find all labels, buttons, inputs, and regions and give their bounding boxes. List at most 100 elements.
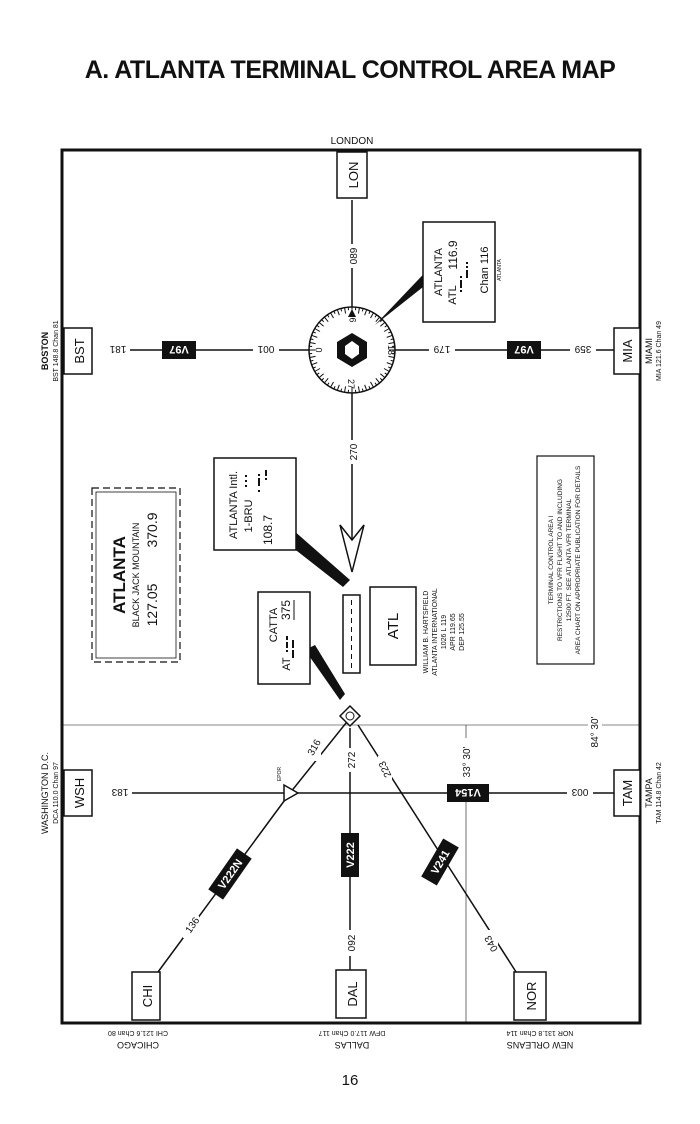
compass-tick	[388, 331, 392, 334]
svg-text:V154: V154	[454, 786, 481, 798]
compass-tick	[383, 328, 390, 332]
page-number: 16	[341, 1072, 359, 1089]
atlanta-vor-ident: ATL	[447, 285, 459, 304]
vor-compass-rose[interactable]: 0 9 18 27	[308, 306, 396, 394]
compass-tick	[390, 338, 394, 341]
compass-tick	[374, 314, 378, 318]
compass-tick	[310, 338, 314, 341]
fix-name: EPOR	[277, 767, 283, 782]
tam-label: TAM	[620, 780, 635, 806]
compass-tick	[379, 377, 383, 381]
compass-tick	[364, 384, 368, 391]
atlanta-vor-chan: Chan 116	[479, 247, 491, 294]
radial-181: 181	[109, 343, 126, 354]
compass-tick	[375, 316, 381, 322]
compass-tick	[379, 319, 383, 323]
atlanta-intl-name: ATLANTA Intl.	[228, 471, 240, 539]
bst-label: BST	[72, 338, 87, 363]
compass-18: 18	[386, 345, 396, 355]
dallas-freq: DFW 117.0 Chan 117	[319, 1029, 386, 1036]
compass-tick	[321, 377, 325, 381]
new-orleans-label: NEW ORLEANS	[507, 1040, 574, 1050]
atlanta-intl-pointer	[283, 530, 350, 587]
catta-freq: 375	[279, 600, 293, 620]
compass-tick	[380, 321, 386, 327]
compass-tick	[318, 373, 324, 379]
lon-label: LON	[346, 162, 361, 189]
compass-tick	[333, 386, 336, 390]
compass-27: 27	[346, 379, 356, 389]
compass-tick	[311, 334, 318, 338]
compass-tick	[368, 386, 371, 390]
compass-tick	[374, 382, 378, 386]
compass-tick	[344, 307, 347, 314]
airway-v222n: V222N	[208, 848, 252, 900]
tampa-label: TAMPA	[644, 778, 654, 808]
radial-003: 003	[571, 786, 588, 797]
svg-text:V222: V222	[345, 842, 357, 868]
compass-tick	[340, 388, 343, 392]
compass-tick	[361, 308, 364, 312]
compass-tick	[380, 373, 386, 379]
catta-name: CATTA	[268, 607, 280, 642]
black-jack-mountain-box[interactable]: ATLANTA BLACK JACK MOUNTAIN 127.05 370.9	[91, 487, 181, 663]
atl-airport-info: WILLIAM B. HARTSFIELD ATLANTA INTERNATIO…	[423, 588, 466, 676]
compass-tick	[309, 342, 316, 345]
svg-text:ATLANTA INTERNATIONAL: ATLANTA INTERNATIONAL	[432, 588, 439, 676]
inbound-arrow	[339, 524, 365, 573]
new-orleans-freq: NOR 131.8 Chan 114	[506, 1029, 573, 1036]
atlanta-intl-info[interactable]: ATLANTA Intl. 1-BRU 108.7	[213, 457, 297, 551]
chi-label: CHI	[140, 985, 155, 1007]
compass-tick	[357, 307, 360, 314]
coordinates: 33° 30' 84° 30'	[458, 712, 602, 784]
airway-v97-east: V97	[507, 341, 541, 359]
compass-tick	[344, 386, 347, 393]
compass-tick	[370, 312, 374, 319]
atlanta-vor-info[interactable]: ATLANTA ATL 116.9 Chan 116 ATLANTA	[422, 221, 503, 323]
miami-label: MIAMI	[644, 338, 654, 364]
catta-pointer	[305, 645, 345, 700]
radial-270: 270	[349, 443, 360, 460]
atlanta-intl-freq: 108.7	[261, 515, 275, 545]
station-dal[interactable]: DAL	[335, 969, 367, 1019]
station-wsh[interactable]: WSH	[63, 769, 93, 817]
airway-v154: V154	[447, 784, 489, 802]
chicago-freq: CHI 121.6 Chan 80	[108, 1029, 168, 1036]
station-bst[interactable]: BST	[63, 327, 93, 375]
svg-text:DEP 125.55: DEP 125.55	[459, 613, 466, 651]
nor-label: NOR	[524, 982, 539, 1011]
atl-airport-box[interactable]: ATL	[369, 586, 417, 666]
svg-text:V97: V97	[514, 343, 534, 355]
svg-text:APR 119.65: APR 119.65	[450, 613, 457, 650]
compass-tick	[309, 355, 316, 358]
station-chi[interactable]: CHI	[131, 971, 161, 1021]
svg-text:TERMINAL CONTROL AREA I: TERMINAL CONTROL AREA I	[548, 516, 555, 605]
catta-ident: AT	[281, 657, 293, 671]
black-jack-sub: BLACK JACK MOUNTAIN	[131, 523, 141, 628]
compass-tick	[368, 310, 371, 314]
atlanta-intl-ident: 1-BRU	[243, 499, 255, 532]
black-jack-freq1: 127.05	[144, 583, 160, 626]
latitude-label: 33° 30'	[462, 746, 473, 777]
catta-info[interactable]: CATTA AT 375	[257, 591, 311, 685]
compass-tick	[386, 334, 393, 338]
compass-tick	[375, 378, 381, 384]
compass-tick	[388, 366, 392, 369]
compass-tick	[326, 314, 330, 318]
svg-text:V97: V97	[169, 343, 189, 355]
radial-183: 183	[111, 786, 128, 797]
station-lon[interactable]: LON	[336, 151, 368, 199]
station-nor[interactable]: NOR	[513, 971, 547, 1021]
station-mia[interactable]: MIA	[613, 327, 641, 375]
runway	[342, 594, 361, 674]
airway-v97-west: V97	[162, 341, 196, 359]
compass-tick	[323, 316, 329, 322]
miami-freq: MIA 121.6 Chan 49	[656, 321, 663, 381]
dallas-label: DALLAS	[335, 1040, 370, 1050]
atl-code: ATL	[385, 613, 402, 639]
compass-tick	[310, 359, 314, 362]
station-tam[interactable]: TAM	[613, 769, 641, 817]
fix-epor[interactable]: EPOR	[277, 767, 300, 803]
compass-tick	[326, 382, 330, 386]
svg-text:AREA CHART ON APPROPRIATE PUBL: AREA CHART ON APPROPRIATE PUBLICATION FO…	[575, 465, 582, 654]
